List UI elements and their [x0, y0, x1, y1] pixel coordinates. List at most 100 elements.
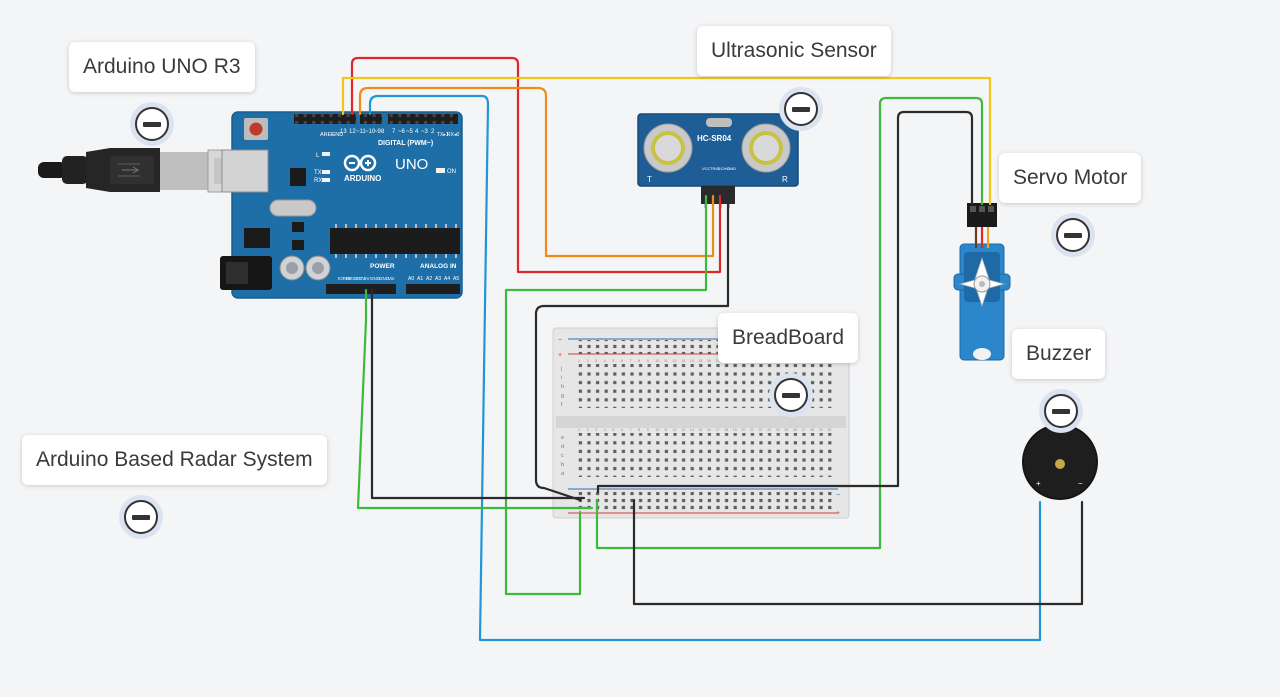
breadboard-column-number: 8: [638, 359, 640, 363]
row-g-label: g: [561, 393, 564, 399]
breadboard-column-number: 4: [604, 359, 606, 363]
breadboard-column-number: 3: [595, 428, 597, 432]
wire-green-5v-rail[interactable]: [356, 288, 594, 510]
pin-9-label: ~9: [374, 129, 382, 135]
transmitter-icon: [643, 123, 693, 173]
wire-red-vcc[interactable]: [350, 56, 722, 274]
pin-2-label: 2: [431, 129, 435, 135]
arduino-board[interactable]: AREF GND 13 12 ~11 ~10 ~9 8 7 ~6 ~5 4 ~3…: [220, 111, 463, 299]
power-header-label: POWER: [370, 263, 395, 270]
pin-a1-label: A1: [417, 276, 423, 282]
breadboard-column-number: 18: [724, 428, 728, 432]
sensor-pin-gnd-label: GND: [727, 166, 736, 171]
pin-11-label: ~11: [356, 129, 366, 135]
collapse-servo-button[interactable]: [1056, 218, 1090, 252]
breadboard-column-number: 9: [647, 359, 649, 363]
breadboard-column-number: 4: [604, 428, 606, 432]
pin-7-label: 7: [392, 129, 396, 135]
sensor-pin-vcc-label: VCC: [702, 166, 711, 171]
breadboard-column-number: 28: [810, 428, 814, 432]
breadboard-column-number: 17: [716, 359, 720, 363]
sensor-model-label: HC-SR04: [697, 134, 732, 143]
breadboard-column-number: 2: [587, 359, 589, 363]
breadboard-column-number: 8: [638, 428, 640, 432]
row-f-label: f: [561, 402, 563, 408]
servo-motor[interactable]: [953, 203, 1011, 361]
wire-green-echo[interactable]: [504, 194, 708, 596]
wire-blue-buzzer-signal[interactable]: [368, 94, 1042, 642]
pin-5v-label: 5V: [364, 276, 370, 281]
pin-gnd1-label: GND: [370, 276, 381, 281]
breadboard-column-number: 20: [741, 428, 745, 432]
breadboard-column-number: 10: [655, 359, 659, 363]
pin-13-label: 13: [340, 129, 347, 135]
breadboard-column-number: 7: [630, 359, 632, 363]
breadboard-column-number: 22: [759, 428, 763, 432]
label-arduino-uno: Arduino UNO R3: [69, 42, 255, 92]
breadboard-column-number: 7: [630, 428, 632, 432]
pin-6-label: ~6: [398, 129, 406, 135]
pin-33v-label: 3.3V: [356, 276, 365, 281]
row-h-label: h: [561, 384, 564, 390]
breadboard-column-number: 16: [707, 359, 711, 363]
breadboard-column-number: 2: [587, 428, 589, 432]
ultrasonic-sensor[interactable]: HC-SR04 T R VCC TRIG ECHO GND: [637, 113, 799, 208]
breadboard-column-number: 15: [698, 428, 702, 432]
sensor-t-label: T: [647, 175, 652, 184]
breadboard[interactable]: − + − + j i h g f e d c b a 112233445566…: [552, 327, 850, 519]
pin-8-label: 8: [381, 129, 385, 135]
pin-a3-label: A3: [435, 276, 441, 282]
wire-black-servo-gnd[interactable]: [596, 110, 974, 494]
breadboard-column-number: 1: [578, 428, 580, 432]
breadboard-column-number: 19: [733, 428, 737, 432]
buzzer-plus-label: +: [1036, 479, 1041, 488]
bottom-rail-plus-label: +: [836, 510, 840, 517]
wire-green-servo-vcc[interactable]: [595, 96, 984, 550]
top-rail-minus-label: −: [558, 337, 562, 344]
collapse-breadboard-button[interactable]: [774, 378, 808, 412]
wire-black-gnd-arduino[interactable]: [370, 288, 586, 500]
servo-horn-icon: [958, 256, 1006, 308]
row-e-label: e: [561, 435, 564, 441]
breadboard-column-number: 23: [767, 428, 771, 432]
breadboard-column-number: 21: [750, 428, 754, 432]
breadboard-column-number: 17: [716, 428, 720, 432]
pin-aref-label: AREF: [320, 132, 335, 138]
breadboard-column-number: 12: [673, 359, 677, 363]
breadboard-column-number: 3: [595, 359, 597, 363]
row-j-label: j: [560, 366, 562, 372]
sensor-r-label: R: [782, 175, 788, 184]
row-i-label: i: [561, 375, 562, 381]
collapse-buzzer-button[interactable]: [1044, 394, 1078, 428]
wire-orange-trig[interactable]: [358, 86, 715, 258]
pin-3-label: ~3: [421, 129, 429, 135]
collapse-ultrasonic-button[interactable]: [784, 92, 818, 126]
led-tx-label: TX: [314, 170, 322, 176]
breadboard-column-number: 13: [681, 428, 685, 432]
label-buzzer: Buzzer: [1012, 329, 1106, 379]
pin-10-label: ~10: [365, 129, 376, 135]
wire-black-sensor-gnd[interactable]: [534, 194, 730, 502]
label-ultrasonic-sensor: Ultrasonic Sensor: [697, 26, 891, 76]
wire-black-buzzer-gnd[interactable]: [632, 498, 1084, 606]
breadboard-column-number: 27: [802, 428, 806, 432]
label-project-title: Arduino Based Radar System: [22, 435, 327, 485]
breadboard-column-number: 10: [655, 428, 659, 432]
label-servo-motor: Servo Motor: [999, 153, 1142, 203]
breadboard-column-number: 14: [690, 428, 694, 432]
arduino-model-label: UNO: [395, 156, 428, 173]
buzzer-minus-label: −: [1078, 479, 1083, 488]
digital-header-label: DIGITAL (PWM~): [378, 140, 433, 147]
buzzer[interactable]: + −: [1022, 424, 1098, 500]
collapse-arduino-button[interactable]: [135, 107, 169, 141]
collapse-project-button[interactable]: [124, 500, 158, 534]
arduino-brand-label: ARDUINO: [344, 174, 381, 183]
wire-yellow-servo-signal[interactable]: [341, 76, 992, 206]
breadboard-column-number: 14: [690, 359, 694, 363]
arduino-logo-icon: [343, 154, 377, 172]
led-l-label: L: [316, 153, 320, 159]
breadboard-column-number: 26: [793, 428, 797, 432]
pin-gnd-label: GND: [331, 132, 343, 138]
